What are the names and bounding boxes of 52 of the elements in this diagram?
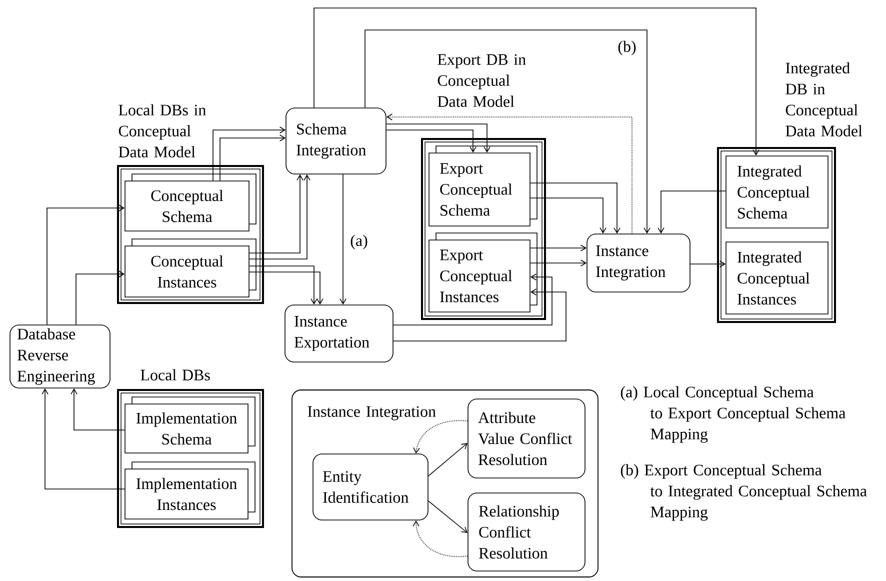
data-box: Integrated Conceptual Instances bbox=[726, 242, 828, 314]
arrow bbox=[220, 134, 286, 181]
group-heading: Local DBs bbox=[140, 369, 210, 380]
arrow bbox=[76, 270, 125, 325]
arrow bbox=[249, 174, 304, 254]
arrow bbox=[393, 274, 552, 326]
data-box: Integrated Conceptual Schema bbox=[726, 156, 828, 228]
arrow bbox=[364, 30, 650, 234]
arrow bbox=[386, 124, 490, 153]
arrow bbox=[428, 443, 468, 476]
arrow bbox=[413, 420, 468, 454]
process-box: Instance Exportation bbox=[284, 304, 394, 362]
arrow bbox=[386, 114, 632, 234]
arrow bbox=[70, 388, 125, 430]
edge-label: (b) bbox=[616, 40, 638, 56]
arrow bbox=[42, 388, 125, 490]
arrow bbox=[428, 500, 468, 533]
arrow bbox=[530, 244, 587, 252]
stacked-box: Export Conceptual Instances bbox=[428, 232, 538, 312]
note-text: (b) Export Conceptual Schema to Integrated Conceptual Schema Mapping bbox=[620, 464, 867, 521]
group-heading: Integrated DB in Conceptual Data Model bbox=[786, 62, 862, 136]
note-text: (a) Local Conceptual Schema to Export Conceptual Schema Mapping bbox=[620, 386, 846, 443]
arrow bbox=[412, 520, 468, 557]
arrow bbox=[314, 8, 760, 156]
edge-label: (a) bbox=[349, 234, 369, 250]
process-box: Relationship Conflict Resolution bbox=[468, 492, 586, 572]
stacked-box: Implementation Schema bbox=[124, 396, 256, 454]
arrow bbox=[249, 174, 310, 260]
group-heading: Export DB in Conceptual Data Model bbox=[438, 54, 526, 107]
arrow bbox=[249, 272, 324, 305]
stacked-box: Conceptual Schema bbox=[124, 174, 256, 232]
process-box: Schema Integration bbox=[286, 108, 386, 174]
arrow bbox=[386, 130, 476, 153]
arrow bbox=[212, 126, 286, 181]
stacked-box: Conceptual Instances bbox=[124, 238, 256, 298]
arrow bbox=[393, 288, 566, 342]
arrow bbox=[530, 182, 620, 234]
arrow bbox=[249, 266, 318, 305]
stacked-box: Implementation Instances bbox=[124, 462, 256, 520]
process-box: Instance Integration bbox=[586, 234, 690, 292]
arrow bbox=[46, 204, 125, 325]
group-heading: Local DBs in Conceptual Data Model bbox=[118, 104, 206, 158]
process-box: Entity Identification bbox=[312, 454, 428, 520]
arrow bbox=[340, 174, 346, 305]
arrow bbox=[530, 198, 606, 234]
arrow bbox=[530, 260, 587, 266]
process-box: Database Reverse Engineering bbox=[10, 324, 110, 388]
stacked-box: Export Conceptual Schema bbox=[428, 146, 538, 226]
arrow bbox=[690, 260, 726, 268]
process-box: Attribute Value Conflict Resolution bbox=[468, 398, 586, 478]
arrow bbox=[658, 190, 726, 234]
group-heading: Instance Integration bbox=[308, 406, 436, 420]
